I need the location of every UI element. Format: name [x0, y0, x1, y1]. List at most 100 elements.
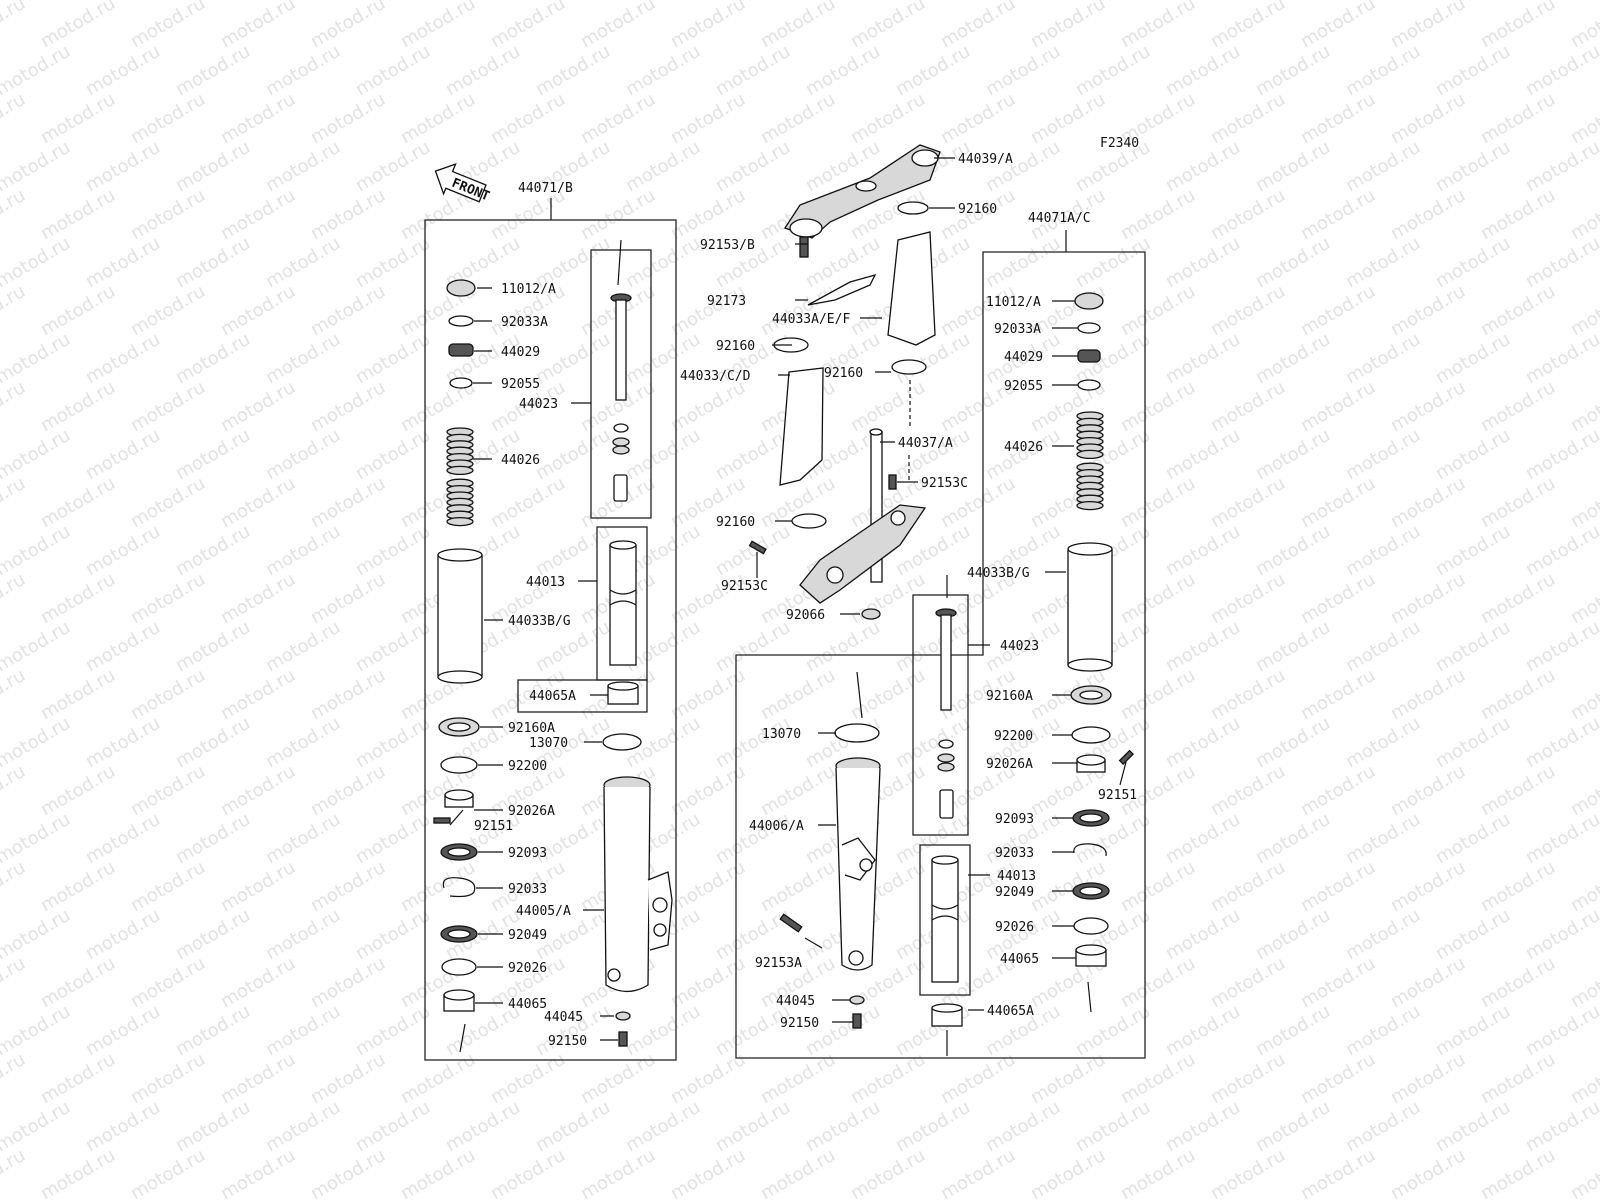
- watermark-text: motod.ru: [82, 329, 164, 388]
- watermark-text: motod.ru: [1252, 137, 1334, 196]
- bush-92026A: [444, 789, 474, 808]
- watermark-text: motod.ru: [1252, 713, 1334, 772]
- watermark-text: motod.ru: [352, 521, 434, 580]
- right-assembly-frame: [735, 251, 1146, 1059]
- watermark-text: motod.ru: [352, 1001, 434, 1060]
- watermark-text: motod.ru: [262, 137, 344, 196]
- watermark-text: motod.ru: [307, 377, 389, 436]
- watermark-text: motod.ru: [1162, 425, 1244, 484]
- watermark-text: motod.ru: [1117, 281, 1199, 340]
- r-screw-92151: [1118, 749, 1134, 765]
- watermark-text: motod.ru: [1387, 761, 1469, 820]
- watermark-text: motod.ru: [937, 1145, 1019, 1200]
- watermark-text: motod.ru: [667, 857, 749, 916]
- watermark-text: motod.ru: [1432, 425, 1514, 484]
- watermark-text: motod.ru: [172, 1001, 254, 1060]
- callout-92049: 92049: [508, 928, 547, 943]
- watermark-text: motod.ru: [1567, 473, 1600, 532]
- r-ring-13070: [834, 723, 880, 743]
- watermark-text: motod.ru: [127, 1145, 209, 1200]
- steering-stem-assembly: 44039/A 92160 92153/B 92173 44033A/E/F 9…: [680, 144, 1013, 623]
- callout-r-92150: 92150: [780, 1016, 819, 1031]
- watermark-text: motod.ru: [352, 905, 434, 964]
- r-plug: [1077, 349, 1101, 363]
- watermark-text: motod.ru: [1432, 809, 1514, 868]
- watermark-text: motod.ru: [1162, 521, 1244, 580]
- watermark-text: motod.ru: [217, 1145, 299, 1200]
- watermark-text: motod.ru: [352, 329, 434, 388]
- watermark-text: motod.ru: [1477, 281, 1559, 340]
- watermark-text: motod.ru: [757, 665, 839, 724]
- washer-92200: [440, 756, 478, 774]
- watermark-text: motod.ru: [307, 185, 389, 244]
- watermark-text: motod.ru: [127, 89, 209, 148]
- watermark-text: motod.ru: [1297, 473, 1379, 532]
- watermark-text: motod.ru: [622, 425, 704, 484]
- r-cylinder: [931, 855, 959, 983]
- callout-r-44033BG: 44033B/G: [967, 566, 1030, 581]
- watermark-text: motod.ru: [757, 857, 839, 916]
- callout-92150: 92150: [548, 1034, 587, 1049]
- guide-bush-part: [607, 681, 639, 705]
- watermark-text: motod.ru: [172, 233, 254, 292]
- watermark-text: motod.ru: [217, 569, 299, 628]
- watermark-text: motod.ru: [172, 41, 254, 100]
- callout-92055: 92055: [501, 377, 540, 392]
- watermark-text: motod.ru: [1162, 713, 1244, 772]
- watermark-text: motod.ru: [1297, 185, 1379, 244]
- watermark-text: motod.ru: [37, 89, 119, 148]
- watermark-text: motod.ru: [397, 89, 479, 148]
- watermark-text: motod.ru: [217, 953, 299, 1012]
- watermark-text: motod.ru: [82, 1097, 164, 1156]
- watermark-text: motod.ru: [0, 1145, 29, 1200]
- watermark-text: motod.ru: [397, 857, 479, 916]
- watermark-text: motod.ru: [37, 665, 119, 724]
- callout-44071AC: 44071A/C: [1028, 211, 1091, 226]
- watermark-text: motod.ru: [1387, 1145, 1469, 1200]
- callout-r-92026: 92026: [995, 920, 1034, 935]
- callout-44065: 44065: [508, 997, 547, 1012]
- watermark-text: motod.ru: [82, 617, 164, 676]
- watermark-text: motod.ru: [352, 137, 434, 196]
- watermark-text: motod.ru: [1162, 1097, 1244, 1156]
- watermark-text: motod.ru: [352, 41, 434, 100]
- callout-r-11012A: 11012/A: [986, 295, 1041, 310]
- watermark-text: motod.ru: [0, 425, 74, 484]
- watermark-text: motod.ru: [757, 761, 839, 820]
- watermark-text: motod.ru: [1207, 185, 1289, 244]
- watermark-text: motod.ru: [1162, 137, 1244, 196]
- watermark-text: motod.ru: [307, 665, 389, 724]
- watermark-text: motod.ru: [1342, 233, 1424, 292]
- watermark-text: motod.ru: [667, 377, 749, 436]
- watermark-text: motod.ru: [0, 665, 29, 724]
- watermark-text: motod.ru: [0, 137, 74, 196]
- cover-44033AEF: [887, 231, 936, 346]
- watermark-text: motod.ru: [1387, 1049, 1469, 1108]
- watermark-text: motod.ru: [352, 809, 434, 868]
- watermark-text: motod.ru: [37, 473, 119, 532]
- watermark-text: motod.ru: [1432, 713, 1514, 772]
- watermark-text: motod.ru: [667, 953, 749, 1012]
- watermark-text: motod.ru: [1567, 665, 1600, 724]
- watermark-text: motod.ru: [1207, 0, 1289, 52]
- callout-r-92093: 92093: [995, 812, 1034, 827]
- watermark-text: motod.ru: [307, 473, 389, 532]
- right-fork-assembly: 44071A/C: [735, 211, 1146, 1059]
- o-ring-part: [448, 315, 474, 327]
- watermark-text: motod.ru: [712, 713, 794, 772]
- callout-r-92026A: 92026A: [986, 757, 1033, 772]
- callout-92066: 92066: [786, 608, 825, 623]
- watermark-text: motod.ru: [1567, 1145, 1600, 1200]
- callout-92153A: 92153A: [755, 956, 802, 971]
- watermark-text: motod.ru: [1387, 953, 1469, 1012]
- r-fork-spring: [1076, 411, 1104, 511]
- watermark-text: motod.ru: [217, 473, 299, 532]
- watermark-text: motod.ru: [1252, 41, 1334, 100]
- watermark-text: motod.ru: [1567, 857, 1600, 916]
- watermark-text: motod.ru: [1567, 377, 1600, 436]
- callout-44039A: 44039/A: [958, 152, 1013, 167]
- watermark-text: motod.ru: [667, 761, 749, 820]
- watermark-text: motod.ru: [0, 569, 29, 628]
- watermark-text: motod.ru: [667, 185, 749, 244]
- watermark-text: motod.ru: [982, 1097, 1064, 1156]
